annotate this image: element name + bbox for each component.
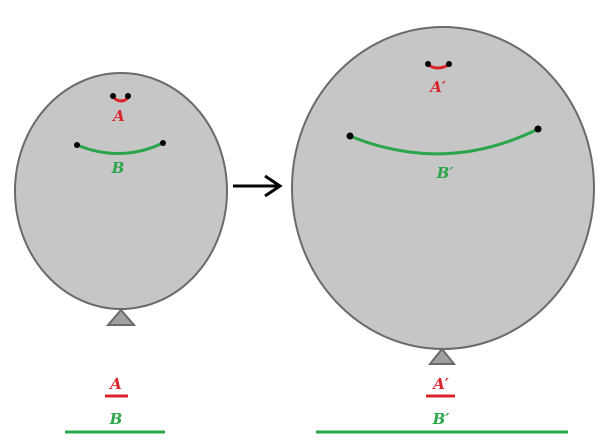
small-arc-a-label: A (111, 107, 125, 125)
small-arc-b (76, 141, 164, 155)
large-legend: A′ B′ (316, 375, 568, 434)
large-balloon-body (291, 26, 595, 350)
small-balloon-knot-icon (105, 308, 137, 326)
large-arc-b (349, 127, 539, 156)
right-arrow-icon (233, 174, 283, 198)
large-balloon: A′ B′ (291, 26, 595, 365)
small-arc-a-end-point (125, 93, 131, 99)
large-arc-a-end-point (446, 61, 452, 67)
large-arc-b-label: B′ (436, 164, 454, 182)
small-balloon: A B (14, 72, 228, 326)
small-arc-a-start-point (110, 93, 116, 99)
small-arc-b-start-point (74, 142, 80, 148)
large-arc-a-label: A′ (428, 78, 446, 96)
large-arc-a-start-point (425, 61, 431, 67)
large-arc-b-start-point (346, 132, 354, 140)
small-legend-b-label: B (109, 410, 123, 428)
small-arc-b-label: B (111, 159, 125, 177)
small-legend: A B (65, 375, 165, 434)
large-legend-a-label: A′ (431, 375, 449, 393)
large-balloon-knot-icon (427, 347, 457, 365)
small-arc-b-end-point (160, 140, 166, 146)
large-arc-b-end-point (534, 125, 542, 133)
large-legend-b-label: B′ (432, 410, 450, 428)
small-legend-a-label: A (108, 375, 122, 393)
